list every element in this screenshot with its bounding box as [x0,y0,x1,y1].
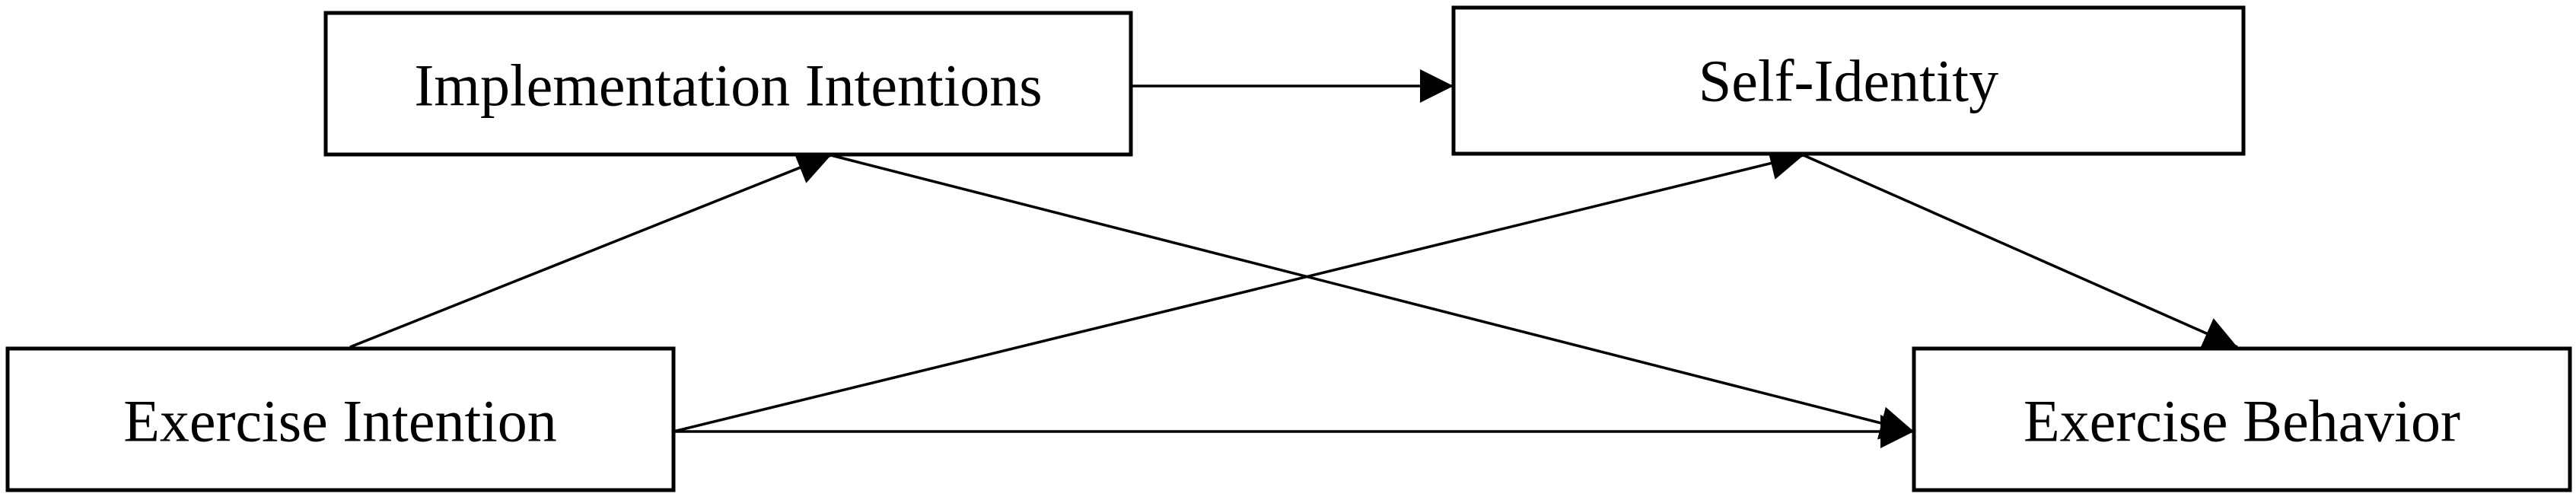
edges [349,69,2238,448]
edge-implementation-intentions-to-exercise-behavior [830,154,1915,440]
node-label-exercise-behavior: Exercise Behavior [2024,388,2460,454]
node-box [323,11,1133,157]
node-self-identity: Self-Identity [1451,5,2246,156]
node-box [1451,5,2246,156]
node-implementation-intentions: Implementation Intentions [323,11,1133,157]
node-box [1912,346,2572,492]
edge-exercise-intention-to-implementation-intentions [349,151,832,349]
node-exercise-intention: Exercise Intention [5,346,676,492]
node-label-self-identity: Self-Identity [1699,48,1998,114]
edge-self-identity-to-exercise-behavior [1803,154,2238,349]
node-label-exercise-intention: Exercise Intention [123,388,557,454]
node-label-implementation-intentions: Implementation Intentions [414,53,1042,119]
node-box [5,346,676,492]
node-exercise-behavior: Exercise Behavior [1912,346,2572,492]
edge-exercise-intention-to-self-identity [673,147,1804,433]
